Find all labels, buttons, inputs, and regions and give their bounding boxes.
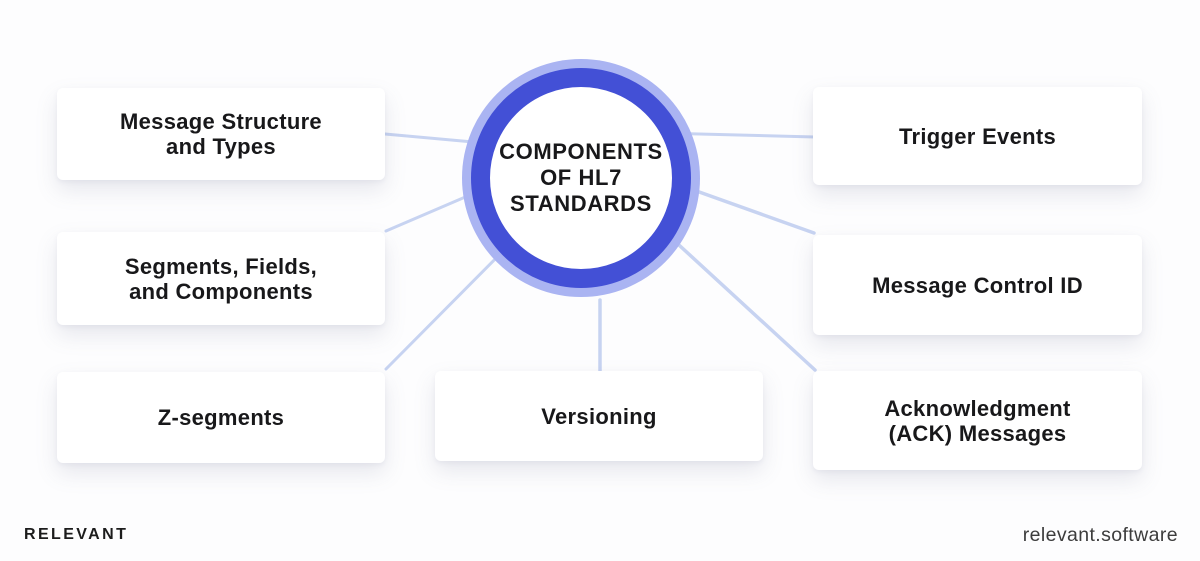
hub-title: COMPONENTS OF HL7 STANDARDS (499, 139, 663, 216)
hub-circle: COMPONENTS OF HL7 STANDARDS (471, 68, 691, 288)
node-segments-fields-components: Segments, Fields, and Components (57, 232, 385, 325)
connector-ack-messages (653, 221, 817, 372)
node-trigger-events: Trigger Events (813, 87, 1142, 185)
node-acknowledgment-ack-messages: Acknowledgment (ACK) Messages (813, 371, 1142, 470)
node-label: Acknowledgment (ACK) Messages (884, 395, 1071, 446)
node-versioning: Versioning (435, 371, 763, 461)
node-label: Z-segments (157, 405, 285, 430)
brand-logo: RELEVANT (24, 526, 129, 543)
node-label: Message Control ID (872, 272, 1083, 298)
node-label: Message Structure and Types (120, 109, 322, 159)
connector-z-segments (384, 232, 522, 371)
node-z-segments: Z-segments (57, 372, 385, 463)
node-label: Versioning (541, 403, 657, 429)
node-label: Trigger Events (898, 123, 1057, 149)
website-url: relevant.software (1022, 524, 1178, 546)
connector-trigger-events (658, 131, 817, 139)
node-message-structure-and-types: Message Structure and Types (57, 88, 385, 180)
node-label: Segments, Fields, and Components (124, 253, 318, 304)
node-message-control-id: Message Control ID (813, 235, 1142, 335)
